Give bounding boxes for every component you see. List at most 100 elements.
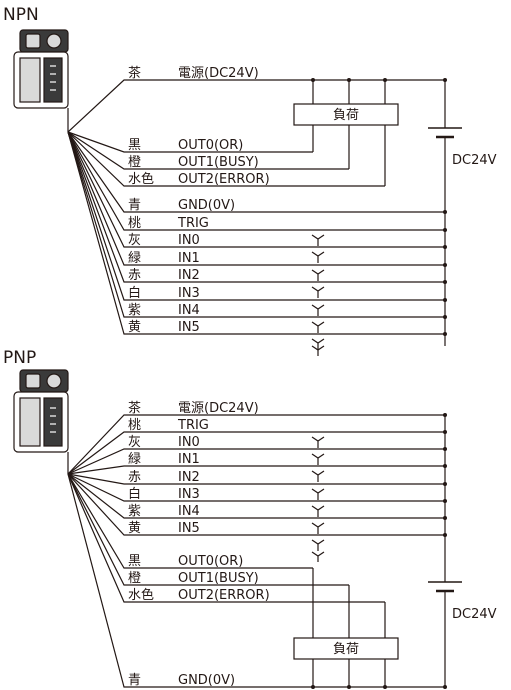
pnp-wire-color: 白 [128, 486, 141, 502]
pnp-wire [67, 448, 445, 475]
pnp-junction-dot [443, 482, 447, 486]
pnp-junction-dot [311, 685, 315, 689]
npn-wire-color: 黒 [128, 138, 141, 153]
npn-junction-dot [443, 78, 447, 82]
pnp-wire [67, 473, 313, 569]
pnp-wire-signal: OUT2(ERROR) [178, 588, 270, 603]
npn-wire-signal: 電源(DC24V) [178, 66, 259, 81]
npn-wire-signal: OUT2(ERROR) [178, 172, 270, 187]
npn-wire-color: 灰 [128, 233, 141, 248]
npn-section: NPN [3, 5, 497, 356]
pnp-contact-symbol [311, 470, 325, 482]
pnp-wire-signal: IN5 [178, 521, 200, 536]
npn-junction-dot [443, 298, 447, 302]
npn-junction-dot [347, 78, 351, 82]
npn-wire-signal: IN3 [178, 286, 200, 301]
pnp-wire [67, 473, 445, 485]
pnp-wire-color: 茶 [128, 400, 141, 416]
npn-junction-dot [383, 78, 387, 82]
pnp-contact-symbol [311, 505, 325, 517]
npn-wire-color: 赤 [128, 268, 141, 283]
pnp-wire [67, 473, 349, 586]
npn-dc24v-label: DC24V [452, 153, 497, 168]
npn-junction-dot [443, 228, 447, 232]
pnp-wire [67, 473, 125, 688]
pnp-wire-color: 緑 [128, 452, 141, 467]
pnp-wire-signal: GND(0V) [178, 673, 235, 688]
pnp-wire-signal: IN0 [178, 435, 200, 450]
npn-wire-signal: IN2 [178, 268, 200, 283]
pnp-wire [67, 473, 445, 536]
pnp-contact-symbol [311, 539, 325, 551]
npn-junction-dot [443, 210, 447, 214]
pnp-supply [125, 414, 462, 688]
pnp-wire [67, 473, 445, 502]
pnp-wire-color: 桃 [128, 418, 141, 433]
npn-junction-dot [443, 315, 447, 319]
pnp-sensor-icon [13, 369, 69, 474]
npn-contact-symbol [311, 304, 325, 316]
pnp-heading: PNP [3, 348, 36, 368]
npn-contact-symbol [311, 269, 325, 281]
pnp-wire-color: 青 [128, 673, 141, 688]
npn-supply [125, 79, 462, 346]
npn-wire-color: 桃 [128, 216, 141, 231]
pnp-junction-dot [443, 533, 447, 537]
npn-wire [67, 131, 445, 231]
npn-contact-symbol [311, 251, 325, 263]
pnp-wire-color: 黒 [128, 554, 141, 569]
npn-contact-symbol [311, 286, 325, 298]
pnp-section: PNP [3, 348, 497, 689]
pnp-wire-signal: IN4 [178, 504, 200, 519]
npn-wire [67, 131, 313, 153]
pnp-wire-signal: 電源(DC24V) [178, 401, 259, 416]
npn-wire [67, 131, 445, 335]
npn-junction-dot [443, 263, 447, 267]
pnp-wire-signal: IN3 [178, 487, 200, 502]
npn-junction-dot [443, 332, 447, 336]
pnp-wire [67, 431, 445, 475]
pnp-wire-color: 赤 [128, 470, 141, 485]
npn-wire-color: 緑 [128, 251, 141, 266]
npn-wire [67, 131, 385, 187]
npn-contact-symbol [311, 234, 325, 246]
pnp-load-label: 負荷 [333, 642, 359, 657]
npn-wire [67, 131, 445, 248]
npn-wire-signal: IN5 [178, 320, 200, 335]
pnp-wire [67, 473, 445, 519]
pnp-junction-dot [443, 499, 447, 503]
pnp-wire-signal: IN2 [178, 470, 200, 485]
npn-junction-dot [443, 280, 447, 284]
pnp-wire [67, 473, 385, 603]
pnp-junction-dot [443, 464, 447, 468]
pnp-wire-color: 水色 [128, 587, 154, 603]
npn-wire [67, 131, 445, 213]
npn-wire [67, 131, 445, 283]
pnp-junction-dot [443, 516, 447, 520]
pnp-contact-symbol [311, 551, 325, 562]
npn-heading: NPN [3, 5, 39, 25]
npn-sensor-icon [13, 29, 69, 132]
pnp-junction-dot [443, 430, 447, 434]
npn-contact-symbol [311, 345, 325, 356]
npn-wire-color: 水色 [128, 171, 154, 187]
npn-wire [67, 131, 445, 301]
npn-wire [67, 79, 125, 133]
npn-wire-signal: TRIG [177, 216, 209, 231]
npn-contact-symbol [311, 338, 325, 350]
npn-wire-signal: IN1 [178, 251, 200, 266]
pnp-wire-signal: OUT1(BUSY) [178, 571, 259, 586]
npn-wire-color: 青 [128, 198, 141, 213]
npn-wire-color: 橙 [128, 155, 141, 170]
pnp-dc24v-label: DC24V [452, 607, 497, 622]
npn-wire [67, 131, 445, 266]
pnp-contact-symbol [311, 522, 325, 534]
pnp-junction-dot [347, 685, 351, 689]
npn-wire-color: 黄 [128, 320, 141, 335]
pnp-contact-symbol [311, 488, 325, 500]
npn-junction-dot [443, 245, 447, 249]
npn-wire-signal: IN4 [178, 303, 200, 318]
